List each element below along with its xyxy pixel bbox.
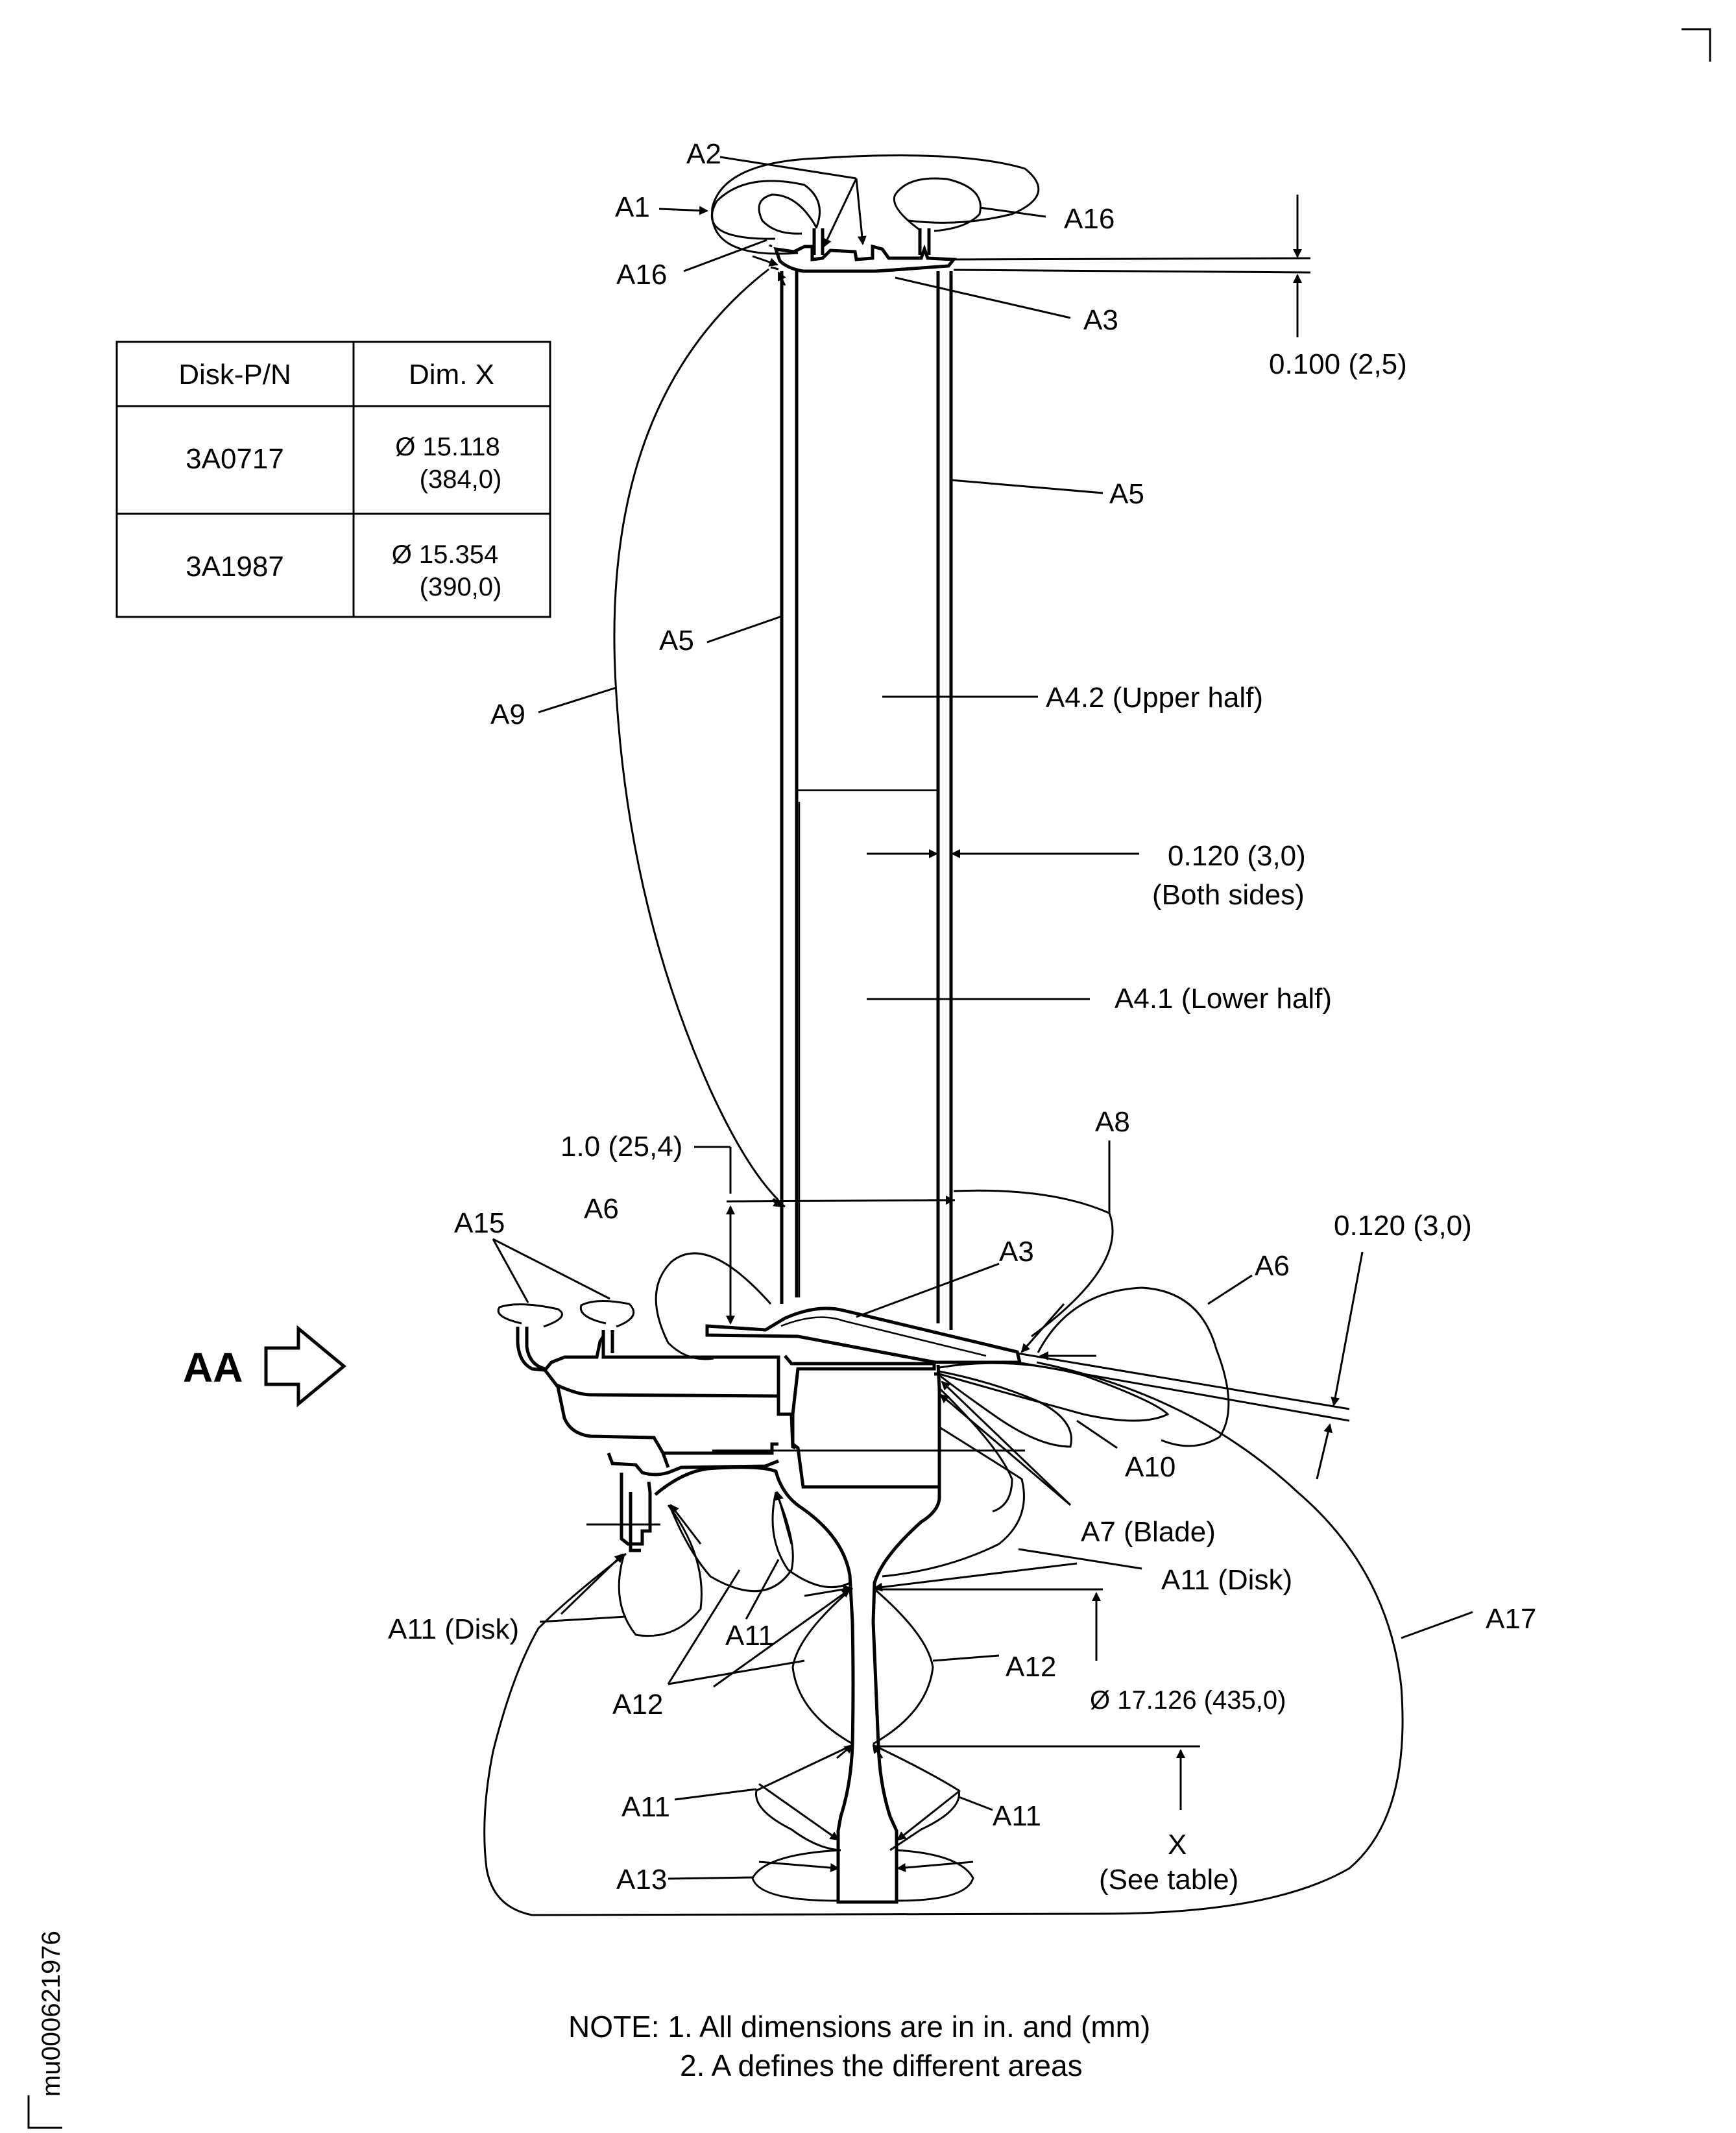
dim-x: X xyxy=(1168,1829,1187,1861)
notes: NOTE: 1. All dimensions are in in. and (… xyxy=(568,2010,1150,2082)
label-a4-2: A4.2 (Upper half) xyxy=(1046,682,1263,714)
table-header-pn: Disk-P/N xyxy=(178,359,291,391)
label-a16-left: A16 xyxy=(616,259,667,291)
area-boundaries xyxy=(483,154,1404,1916)
dim-height: 1.0 (25,4) xyxy=(561,1131,682,1163)
dim-platform: 0.120 (3,0) xyxy=(1334,1210,1472,1242)
dim-top-gap: 0.100 (2,5) xyxy=(1269,348,1407,380)
disk-outline xyxy=(516,1327,941,1904)
label-a17: A17 xyxy=(1486,1603,1536,1635)
label-a2: A2 xyxy=(686,138,721,170)
label-a1: A1 xyxy=(615,191,650,223)
table-cell-pn-2: 3A1987 xyxy=(186,551,284,583)
table-cell-dim-2: Ø 15.354 xyxy=(392,540,499,569)
dimension-lines xyxy=(694,195,1364,1810)
label-a3-top: A3 xyxy=(1083,304,1118,336)
leader-lines xyxy=(492,156,1473,1880)
disk-dimension-table: Disk-P/N Dim. X 3A0717 Ø 15.118 (384,0) … xyxy=(115,341,551,618)
label-a16-right: A16 xyxy=(1064,203,1115,235)
label-a11-disk-left: A11 (Disk) xyxy=(388,1613,519,1645)
label-a7: A7 (Blade) xyxy=(1081,1516,1216,1548)
label-a11-disk-right: A11 (Disk) xyxy=(1161,1564,1292,1596)
corner-mark-top-right xyxy=(1682,28,1711,62)
dim-wall-note: (Both sides) xyxy=(1152,879,1305,911)
label-a6-right: A6 xyxy=(1255,1250,1290,1282)
label-a10: A10 xyxy=(1125,1451,1175,1483)
label-a3-low: A3 xyxy=(999,1236,1034,1268)
table-cell-pn-1: 3A0717 xyxy=(186,443,284,475)
label-a12-right: A12 xyxy=(1006,1651,1056,1683)
label-a13: A13 xyxy=(616,1864,667,1896)
label-a15: A15 xyxy=(454,1207,505,1239)
label-a6-left: A6 xyxy=(584,1193,619,1225)
label-a5-left: A5 xyxy=(659,625,694,657)
label-a4-1: A4.1 (Lower half) xyxy=(1115,983,1332,1015)
label-aa: AA xyxy=(183,1344,243,1391)
figure-id: mu000621976 xyxy=(37,1931,66,2097)
dim-diameter: Ø 17.126 (435,0) xyxy=(1090,1686,1286,1715)
label-a11-mid: A11 xyxy=(725,1620,774,1652)
label-a8: A8 xyxy=(1095,1106,1130,1138)
label-a12-left: A12 xyxy=(612,1689,663,1720)
label-a9: A9 xyxy=(490,699,525,730)
view-arrow-aa xyxy=(264,1325,346,1408)
corner-mark-bottom-left xyxy=(27,2095,62,2129)
blade-outline xyxy=(705,228,1022,1489)
note-line-2: 2. A defines the different areas xyxy=(680,2049,1083,2082)
dimension-labels: 0.100 (2,5) 0.120 (3,0) (Both sides) 1.0… xyxy=(561,348,1472,1896)
table-cell-dim-mm-2: (390,0) xyxy=(420,573,502,601)
dim-wall: 0.120 (3,0) xyxy=(1168,840,1306,872)
label-a11-low-right: A11 xyxy=(993,1800,1041,1832)
note-line-1: NOTE: 1. All dimensions are in in. and (… xyxy=(568,2010,1150,2043)
label-a11-low-left: A11 xyxy=(621,1791,670,1823)
table-cell-dim-1: Ø 15.118 xyxy=(395,433,500,461)
area-labels: A2 A1 A16 A16 A3 A5 A5 A9 A4.2 (Upper ha… xyxy=(183,138,1536,1896)
label-a5-right: A5 xyxy=(1109,478,1144,510)
table-header-dim: Dim. X xyxy=(409,359,494,391)
table-cell-dim-mm-1: (384,0) xyxy=(420,465,502,494)
dim-x-note: (See table) xyxy=(1099,1864,1238,1896)
